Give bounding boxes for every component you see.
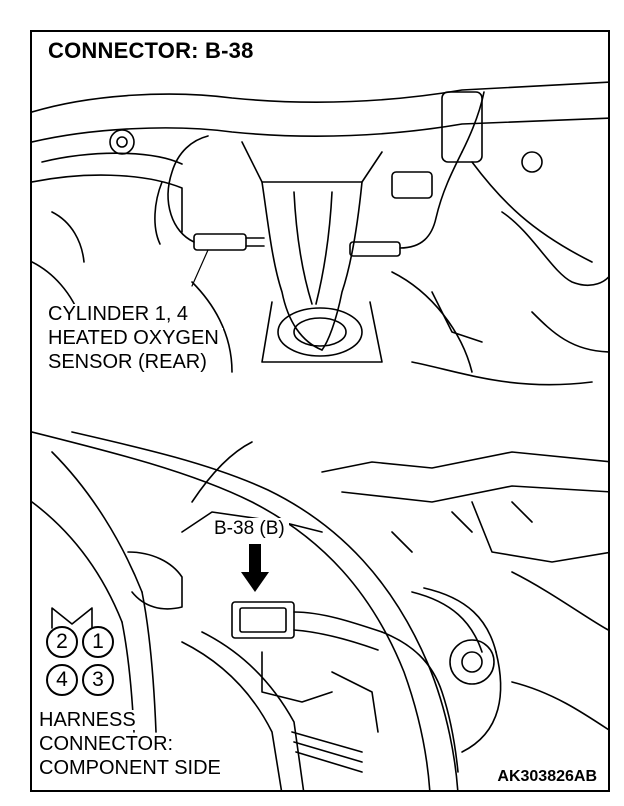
sensor-label-line-2: HEATED OXYGEN [44, 328, 223, 348]
pin-4: 4 [46, 664, 78, 696]
top-view [32, 81, 608, 386]
diagram-frame: CONNECTOR: B-38 CYLINDER 1, 4 HEATED OXY… [30, 30, 610, 792]
sensor-label-line-3: SENSOR (REAR) [44, 352, 211, 372]
harness-label-line-3: COMPONENT SIDE [36, 758, 224, 778]
connector-key [51, 607, 93, 629]
connector-pin-diagram: 2 1 4 3 [42, 606, 118, 706]
page-title: CONNECTOR: B-38 [44, 38, 258, 64]
pin-2: 2 [46, 626, 78, 658]
pin-3: 3 [82, 664, 114, 696]
pin-1: 1 [82, 626, 114, 658]
sensor-label-line-1: CYLINDER 1, 4 [44, 304, 193, 324]
harness-label-line-1: HARNESS [36, 710, 139, 730]
figure-code: AK303826AB [494, 768, 600, 786]
connector-callout-label: B-38 (B) [210, 518, 289, 539]
harness-label-line-2: CONNECTOR: [36, 734, 177, 754]
engine-bay-illustration [32, 81, 608, 790]
callout-arrow [241, 544, 269, 592]
bottom-view [32, 431, 608, 790]
